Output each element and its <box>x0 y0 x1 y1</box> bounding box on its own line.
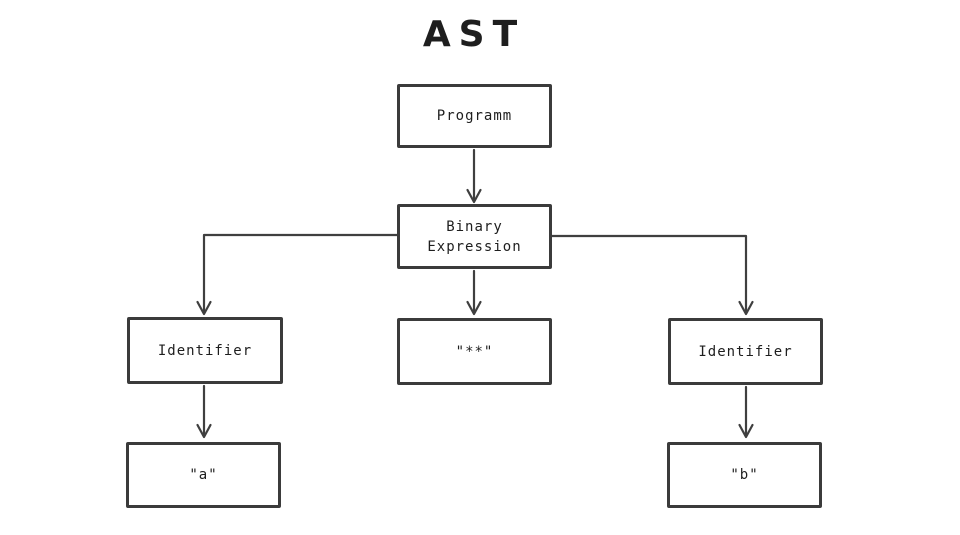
node-literal-a: "a" <box>126 442 281 508</box>
edge-binary-to-identifier-left <box>196 233 399 316</box>
node-program-label: Programm <box>436 108 513 124</box>
node-identifier-right: Identifier <box>668 318 823 385</box>
edge-binary-to-operator <box>466 269 482 316</box>
node-identifier-left-label: Identifier <box>157 342 253 359</box>
node-operator-label: "**" <box>455 343 494 360</box>
edge-identifier-left-to-a <box>196 384 212 439</box>
node-binary-expression: Binary Expression <box>397 204 552 269</box>
node-program: Programm <box>397 84 552 148</box>
diagram-title: AST <box>422 14 526 55</box>
node-binary-expression-label: Binary Expression <box>427 218 522 255</box>
node-literal-b-label: "b" <box>730 467 759 483</box>
node-operator: "**" <box>397 318 552 385</box>
edge-identifier-right-to-b <box>738 385 754 439</box>
node-literal-a-label: "a" <box>189 467 218 483</box>
node-identifier-left: Identifier <box>127 317 283 384</box>
edge-binary-to-identifier-right <box>550 234 754 316</box>
edge-program-to-binary <box>466 148 482 204</box>
node-literal-b: "b" <box>667 442 822 508</box>
node-identifier-right-label: Identifier <box>698 343 793 360</box>
